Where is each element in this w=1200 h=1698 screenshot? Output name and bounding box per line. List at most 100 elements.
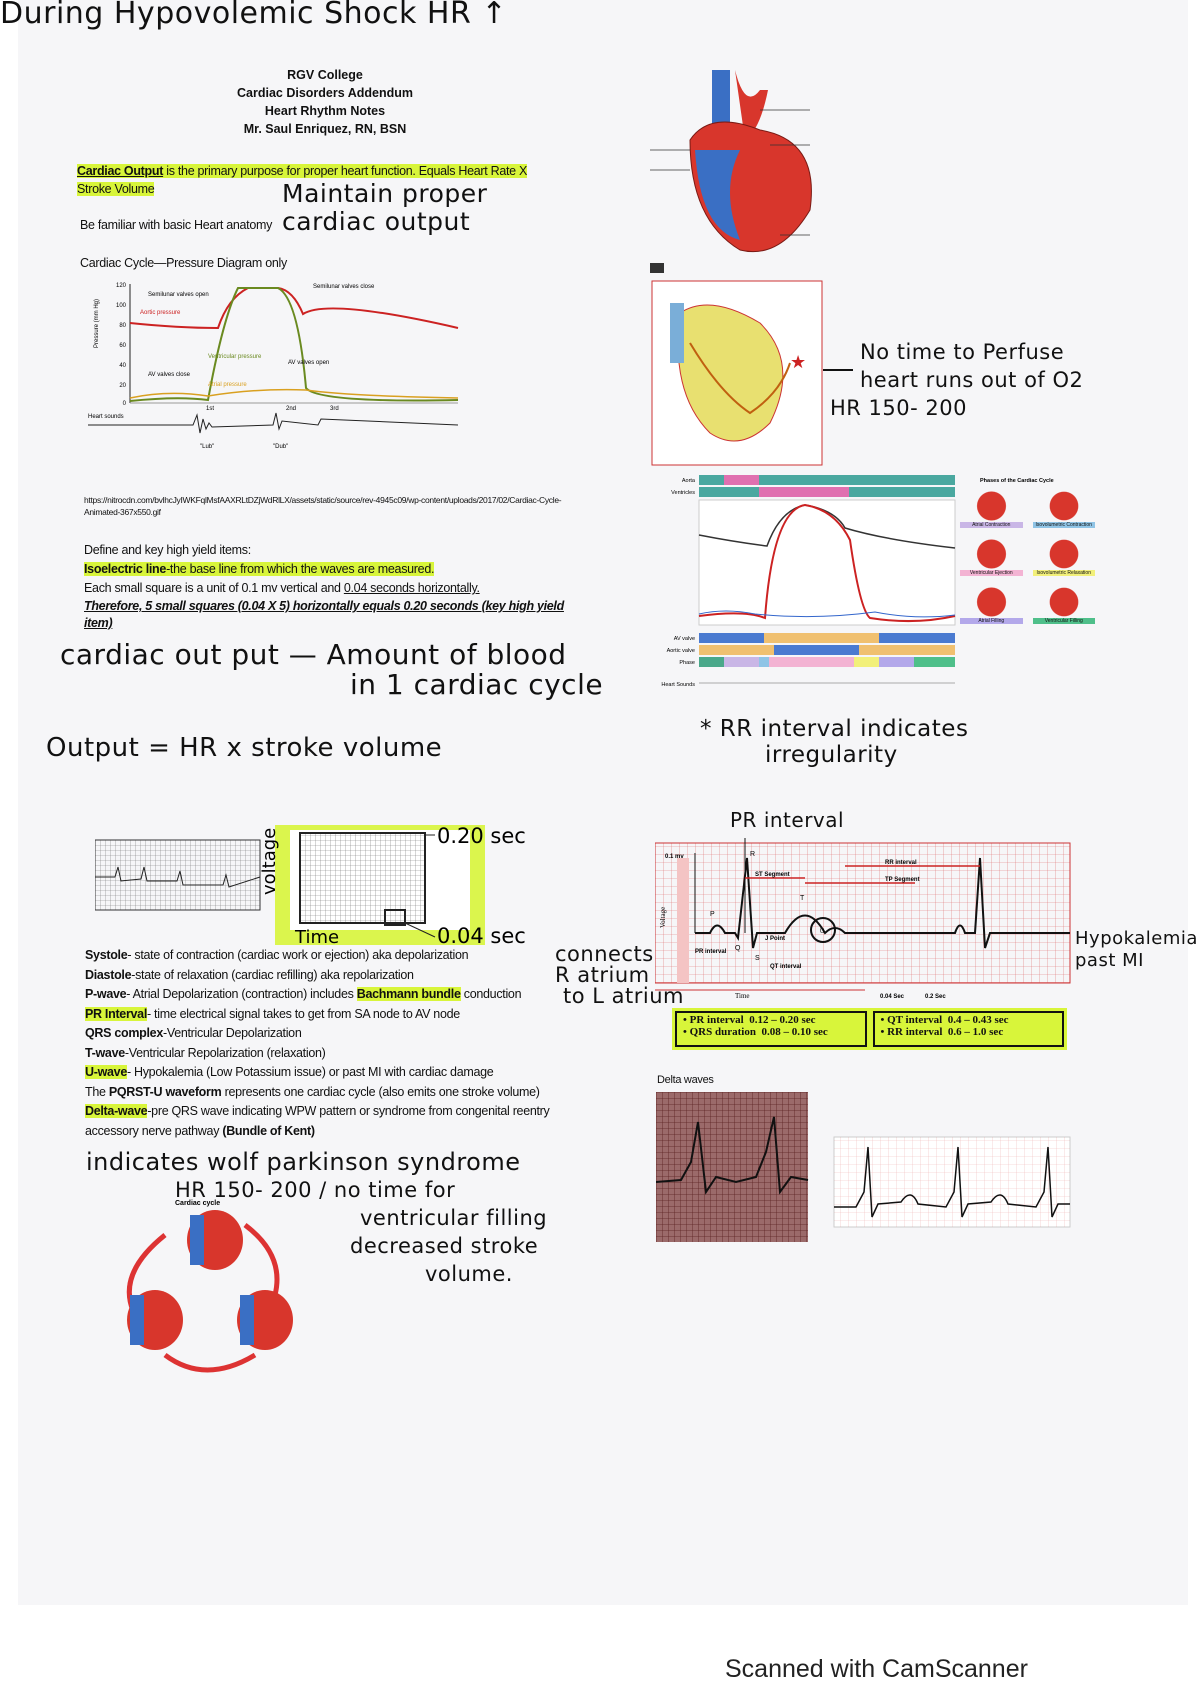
ranges-box: • QT interval 0.4 – 0.43 sec • RR interv… xyxy=(872,1011,1064,1047)
text: -Ventricular Repolarization (relaxation) xyxy=(124,1045,326,1060)
range-value: 0.12 – 0.20 sec xyxy=(749,1014,816,1026)
y-axis-label: Pressure (mm Hg) xyxy=(94,299,100,348)
hand-line: * RR interval indicates xyxy=(700,716,969,742)
tick: 60 xyxy=(119,343,126,349)
phase-card: Atrial Contraction xyxy=(960,490,1023,528)
label-sl-close: Semilunar valves close xyxy=(313,284,375,290)
definition-diastole: Diastole-state of relaxation (cardiac re… xyxy=(85,966,575,986)
definition-qrs: QRS complex-Ventricular Depolarization xyxy=(85,1024,575,1044)
phase-card: Isovolumetric Contraction xyxy=(1032,490,1095,528)
key-item: Therefore, 5 small squares (0.04 X 5) ho… xyxy=(84,599,564,630)
heart-icon xyxy=(1032,490,1095,522)
ecg-label: P xyxy=(710,911,715,918)
text: represents one cardiac cycle (also emits… xyxy=(221,1084,540,1099)
label-aortic: Aortic pressure xyxy=(140,310,181,316)
heart-icon xyxy=(960,490,1023,522)
ecg-grid-figure: voltage Time 0.20 sec 0.04 sec xyxy=(95,824,526,945)
star-icon: ★ xyxy=(790,352,806,372)
hand-line: HR 150- 200 / no time for xyxy=(175,1178,456,1202)
hand-line: to L atrium xyxy=(563,984,684,1008)
label-ventricular: Ventricular pressure xyxy=(208,354,262,360)
heart-icon xyxy=(187,1210,243,1270)
ecg-label: R xyxy=(750,851,755,858)
phase-label: Isovolumetric Contraction xyxy=(1032,522,1095,528)
hand-line: HR 150- 200 xyxy=(830,396,967,420)
term: Diastole xyxy=(85,967,132,982)
phases-title: Phases of the Cardiac Cycle xyxy=(980,478,1054,484)
hand-line: cardiac output xyxy=(282,207,471,236)
hand-connects: connects R atrium to L atrium xyxy=(555,944,684,1007)
hand-line: Maintain proper xyxy=(282,179,488,208)
ecg-label: Q xyxy=(735,945,741,952)
conduction-system-image: ★ xyxy=(650,263,823,466)
tick: 120 xyxy=(116,283,127,289)
hand-line: decreased stroke xyxy=(350,1234,539,1258)
wiggers-diagram: Aorta Ventricles AV valve Aortic valve P… xyxy=(661,475,1054,688)
term: Delta-wave xyxy=(85,1104,148,1118)
header-line: RGV College xyxy=(287,68,363,82)
range-row: • PR interval 0.12 – 0.20 sec xyxy=(683,1014,816,1026)
cardiac-cycle-image: Cardiac cycle xyxy=(126,1200,293,1373)
hand-formula: Output = HR x stroke volume xyxy=(46,733,443,763)
text: - Hypokalemia (Low Potassium issue) or p… xyxy=(126,1065,494,1079)
row-label: AV valve xyxy=(674,636,695,642)
row-label: Ventricles xyxy=(671,490,695,496)
label-lub: "Lub" xyxy=(200,444,214,450)
hand-line: connects xyxy=(555,942,654,966)
range-label: QRS duration xyxy=(689,1026,756,1038)
normal-ranges-table: • PR interval 0.12 – 0.20 sec • QRS dura… xyxy=(672,1008,1067,1050)
text: -state of relaxation (cardiac refilling)… xyxy=(131,967,414,982)
hand-maintain: Maintain proper cardiac output xyxy=(282,180,487,236)
phase-card: Ventricular Ejection xyxy=(960,538,1023,576)
phase-card: Isovolumetric Relaxation xyxy=(1032,538,1095,576)
hand-line: heart runs out of O2 xyxy=(860,368,1084,392)
range-value: 0.6 – 1.0 sec xyxy=(947,1026,1004,1038)
source-url[interactable]: https://nitrocdn.com/bvlhcJyIWKFqlMsfAAX… xyxy=(84,495,562,517)
text: is the primary purpose for proper heart … xyxy=(77,164,528,196)
hand-pr-interval: PR interval xyxy=(730,808,845,832)
ecg-label: 0.04 Sec xyxy=(880,994,905,1000)
ecg-label: 0.1 mv xyxy=(665,854,684,860)
define-title: Define and key high yield items: xyxy=(84,543,251,557)
tick: 100 xyxy=(116,303,127,309)
document-header: RGV College Cardiac Disorders Addendum H… xyxy=(170,66,480,138)
phase-label: Atrial Contraction xyxy=(960,522,1023,528)
definition-pr-interval: PR Interval- time electrical signal take… xyxy=(85,1005,575,1025)
phases-grid: Atrial Contraction Isovolumetric Contrac… xyxy=(960,490,1095,624)
term: QRS complex xyxy=(85,1026,163,1040)
text: -pre QRS wave indicating WPW pattern or … xyxy=(85,1104,550,1138)
camscanner-watermark: Scanned with CamScanner xyxy=(725,1655,1028,1683)
hand-line: cardiac out put — Amount of blood xyxy=(60,638,567,671)
row-label: Aorta xyxy=(682,478,696,484)
text: The xyxy=(85,1084,109,1099)
hand-line: past MI xyxy=(1075,950,1144,971)
labeled-ecg-diagram: 0.1 mv ST Segment RR interval TP Segment… xyxy=(655,838,1071,1000)
hand-line: No time to Perfuse xyxy=(860,340,1065,364)
definitions-list: Systole- state of contraction (cardiac w… xyxy=(85,946,575,1141)
hand-004-sec: 0.04 sec xyxy=(437,924,526,945)
range-value: 0.08 – 0.10 sec xyxy=(761,1026,828,1038)
hand-line: irregularity xyxy=(765,742,898,768)
delta-wave-strips xyxy=(656,1092,1071,1242)
pressure-title: Cardiac Cycle—Pressure Diagram only xyxy=(80,256,287,270)
label-heart-sounds: Heart sounds xyxy=(88,414,124,420)
hand-top-note: During Hypovolemic Shock HR ↑ xyxy=(0,0,507,31)
ecg-label: U xyxy=(820,929,824,935)
label-2nd: 2nd xyxy=(286,406,296,412)
text: -the base line from which the waves are … xyxy=(166,562,435,576)
hand-hypokalemia: Hypokalemia past MI xyxy=(1075,928,1198,972)
high-yield-section: Define and key high yield items: Isoelec… xyxy=(84,541,574,632)
label-dub: "Dub" xyxy=(273,444,288,450)
term: PQRST-U waveform xyxy=(108,1084,222,1099)
phase-card: Atrial Filling xyxy=(960,586,1023,624)
range-row: • QT interval 0.4 – 0.43 sec xyxy=(880,1014,1009,1026)
ecg-label: T xyxy=(800,895,805,902)
header-line: Heart Rhythm Notes xyxy=(264,104,386,118)
label-3rd: 3rd xyxy=(330,406,339,412)
term: Cardiac Output xyxy=(77,164,164,178)
anatomy-note: Be familiar with basic Heart anatomy xyxy=(80,218,273,232)
label-av-close: AV valves close xyxy=(148,372,191,378)
hand-wpw: indicates wolf parkinson syndrome xyxy=(86,1148,521,1176)
hand-time: Time xyxy=(294,927,339,945)
heart-icon xyxy=(960,538,1023,570)
